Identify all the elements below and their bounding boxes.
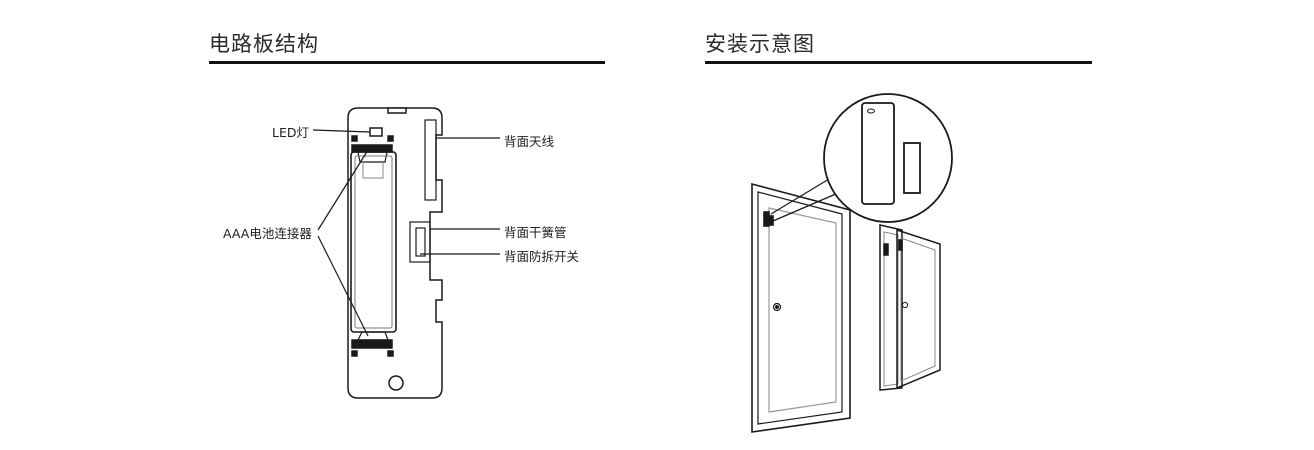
led-component	[369, 127, 383, 137]
antenna-trace	[424, 119, 437, 201]
open-door-magnet	[898, 239, 903, 251]
pad	[387, 135, 394, 142]
callout-lines	[312, 129, 500, 337]
mounting-hole	[388, 375, 404, 391]
sensor-magnet-unit	[903, 142, 921, 194]
board-outline	[347, 107, 443, 399]
battery	[350, 151, 397, 333]
battery-connector-label: AAA电池连接器	[223, 226, 312, 241]
board-notch	[387, 107, 407, 114]
door-knob	[772, 302, 782, 312]
circuit-board-title: 电路板结构	[209, 32, 319, 56]
zoom-callout	[770, 175, 846, 222]
pad	[387, 350, 394, 357]
sensor-on-door	[763, 211, 770, 227]
bottom-connector-plate	[351, 339, 393, 349]
reed-switch-label: 背面干簧管	[504, 225, 567, 240]
open-door-frame	[879, 224, 903, 391]
top-connector-spring	[357, 151, 388, 163]
circuit-board	[347, 107, 443, 399]
antenna-label: 背面天线	[504, 134, 555, 149]
top-connector-plate	[351, 144, 393, 153]
door-panel	[768, 207, 837, 413]
circuit-board-title-rule	[209, 61, 605, 64]
sensor-led-icon	[867, 108, 875, 114]
sensor-main-unit	[861, 102, 895, 205]
open-door-knob	[901, 301, 909, 309]
reed-switch-component	[409, 221, 431, 263]
sensor-magnifier	[823, 93, 953, 223]
tamper-switch-label: 背面防拆开关	[504, 249, 580, 264]
pad	[351, 350, 358, 357]
connector-callout-line-1	[317, 149, 369, 231]
open-door-sensor	[883, 243, 889, 256]
door-open	[879, 224, 941, 391]
installation-title-rule	[705, 61, 1092, 64]
open-door-leaf	[896, 228, 941, 390]
installation-title: 安装示意图	[705, 32, 815, 56]
bottom-connector-spring	[357, 331, 389, 341]
connector-callout-line-2	[317, 235, 369, 337]
tamper-switch-component	[415, 227, 426, 257]
led-label: LED灯	[272, 125, 309, 140]
led-callout-line	[312, 129, 371, 133]
pad	[351, 135, 358, 142]
door-frame-inner	[757, 191, 843, 425]
door-closed	[751, 182, 851, 433]
